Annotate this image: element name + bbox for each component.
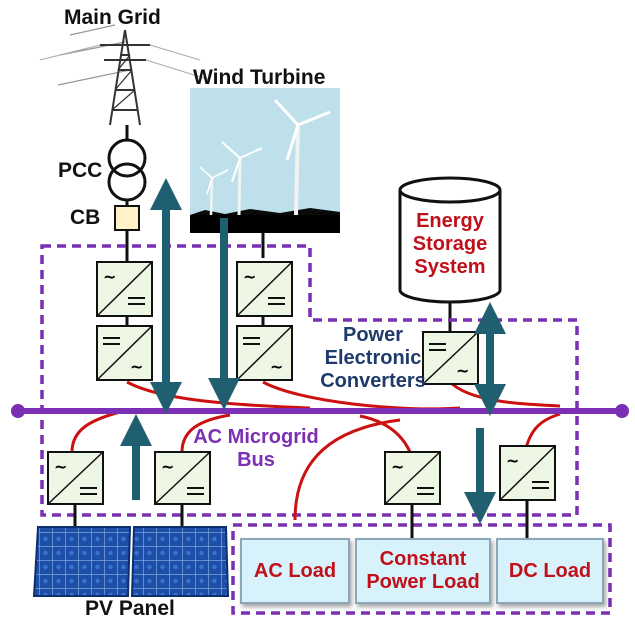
converter-group-border <box>40 244 579 517</box>
converter-grid-ac-dc: ~ <box>96 255 153 317</box>
power-electronic-converters-label: Power Electronic Converters <box>320 324 426 392</box>
ac-microgrid-bus-label: AC Microgrid Bus <box>193 426 319 471</box>
pcc-label: PCC <box>58 159 103 182</box>
circuit-breaker-icon <box>114 205 140 231</box>
energy-storage-label: Energy Storage System <box>412 210 488 278</box>
red-wires <box>70 380 561 521</box>
wind-turbine-label: Wind Turbine <box>193 66 326 89</box>
cb-label: CB <box>70 206 101 229</box>
svg-text:~: ~ <box>506 451 519 470</box>
svg-text:~: ~ <box>391 457 404 476</box>
converter-wind-ac-dc: ~ <box>236 261 293 317</box>
ac-load-box: AC Load <box>240 538 350 604</box>
power-flow-arrows <box>120 178 506 524</box>
svg-text:~: ~ <box>54 457 67 476</box>
dc-load-box: DC Load <box>496 538 604 604</box>
svg-text:~: ~ <box>103 267 116 286</box>
svg-text:~: ~ <box>456 361 469 380</box>
svg-text:~: ~ <box>130 357 143 376</box>
ac-microgrid-bus-line <box>11 404 629 418</box>
pv-panel-label: PV Panel <box>85 597 175 620</box>
constant-power-load-box: Constant Power Load <box>355 538 491 604</box>
converter-constant-power-load: ~ <box>384 451 441 505</box>
pv-panel-icon <box>32 526 230 597</box>
converter-dc-load: ~ <box>499 445 556 501</box>
svg-text:~: ~ <box>270 357 283 376</box>
converter-pv-2: ~ <box>154 451 211 505</box>
svg-text:~: ~ <box>243 267 256 286</box>
wind-turbine-picture <box>190 88 340 233</box>
converter-wind-dc-ac: ~ <box>236 325 293 381</box>
transmission-tower-icon <box>39 24 211 126</box>
converter-storage-dc-ac: ~ <box>422 331 479 385</box>
energy-storage-cylinder <box>398 176 502 304</box>
pcc-transformer-icon <box>107 138 147 202</box>
load-group-border <box>231 523 612 615</box>
converter-pv-1: ~ <box>47 451 104 505</box>
svg-text:~: ~ <box>161 457 174 476</box>
main-grid-label: Main Grid <box>64 6 161 29</box>
converter-grid-dc-ac: ~ <box>96 325 153 381</box>
black-connectors <box>73 500 529 538</box>
